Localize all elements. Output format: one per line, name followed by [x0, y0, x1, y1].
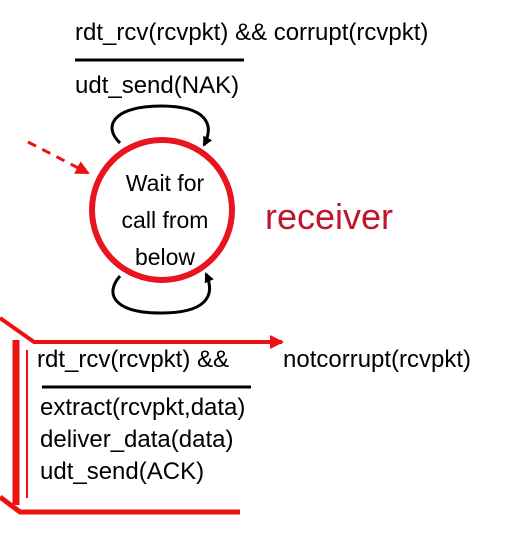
state-label-line: call from	[121, 207, 209, 233]
ack-self-loop-arrow	[111, 272, 214, 315]
ack-action-send: udt_send(ACK)	[40, 458, 205, 485]
initial-state-arrow	[27, 140, 90, 175]
state-label-line: Wait for	[125, 170, 205, 196]
ack-transition-event-right: notcorrupt(rcvpkt)	[283, 346, 472, 373]
highlight-bottom-line	[0, 495, 240, 515]
nak-transition-action: udt_send(NAK)	[75, 72, 240, 99]
ack-highlight-bracket	[0, 316, 284, 349]
wait-state-circle	[89, 137, 235, 283]
state-label: Wait for call from below	[90, 165, 240, 276]
ack-action-deliver: deliver_data(data)	[40, 426, 234, 453]
ack-action-extract: extract(rcvpkt,data)	[40, 394, 246, 421]
nak-self-loop-arrow	[110, 104, 213, 147]
ack-transition-event-left: rdt_rcv(rcvpkt) &&	[37, 346, 230, 373]
receiver-label: receiver	[265, 196, 394, 237]
state-label-line: below	[134, 244, 196, 270]
nak-transition-event: rdt_rcv(rcvpkt) && corrupt(rcvpkt)	[75, 19, 429, 46]
